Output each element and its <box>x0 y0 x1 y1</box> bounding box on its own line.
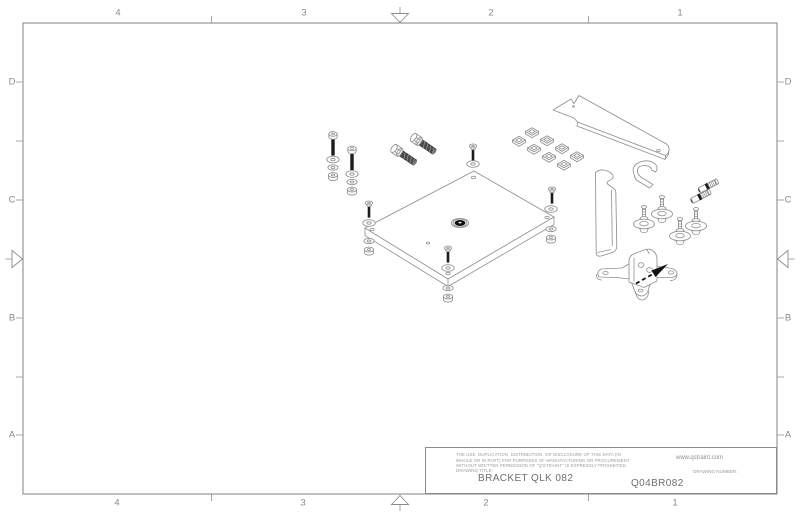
zone-label-right-b: B <box>784 312 792 324</box>
centering-mark-right <box>776 249 795 269</box>
threaded-fittings <box>689 177 720 205</box>
zone-label-left-b: B <box>8 312 16 324</box>
legal-line-2: WHOLE OR IN PART) FOR PURPOSES OF MANUFA… <box>456 457 630 463</box>
rubber-stud-mounts <box>633 195 707 246</box>
exploded-assembly <box>327 95 720 303</box>
zone-label-left-a: A <box>8 429 16 441</box>
zone-label-top-3: 3 <box>301 7 307 19</box>
bolt-washer-nut-stacks <box>327 132 358 195</box>
centering-mark-left <box>5 249 24 269</box>
legal-line-1: THE USE, DUPLICATION, DISTRIBUTION, OR D… <box>456 452 621 457</box>
direction-arrow <box>635 264 668 285</box>
anchor-bracket-strip <box>552 95 670 161</box>
zone-label-top-4: 4 <box>115 7 121 19</box>
zone-label-right-c: C <box>784 194 792 206</box>
centering-mark-bottom <box>390 494 410 511</box>
zone-label-left-c: C <box>8 194 16 206</box>
zone-label-top-1: 1 <box>677 7 683 19</box>
zone-label-right-a: A <box>784 429 792 441</box>
clevis-bracket <box>628 248 658 288</box>
x-base-bracket <box>596 248 678 301</box>
curled-hook-plate <box>632 160 658 189</box>
zone-label-bottom-4: 4 <box>114 497 120 509</box>
drawing-title-label: DRAWING TITLE: <box>456 467 494 473</box>
legal-notice: THE USE, DUPLICATION, DISTRIBUTION, OR D… <box>456 452 631 469</box>
zone-label-bottom-1: 1 <box>672 497 678 509</box>
zone-label-bottom-3: 3 <box>300 497 306 509</box>
drawing-number-label: DRAWING NUMBER: <box>693 469 738 474</box>
legal-line-3: WITHOUT WRITTEN PERMISSION OF "Q'STRAINT… <box>456 463 628 468</box>
drawing-title: BRACKET QLK 082 <box>478 473 574 484</box>
square-nut-pads <box>512 127 584 171</box>
hook-strap-bracket <box>595 169 618 257</box>
drawing-number: Q04BR082 <box>631 478 684 489</box>
mounting-plate <box>364 170 555 287</box>
zone-label-left-d: D <box>8 76 16 88</box>
zone-label-bottom-2: 2 <box>483 497 489 509</box>
zone-label-right-d: D <box>784 76 792 88</box>
hex-flange-bolts <box>388 131 439 168</box>
zone-label-top-2: 2 <box>488 7 494 19</box>
title-block: THE USE, DUPLICATION, DISTRIBUTION, OR D… <box>425 447 777 494</box>
plate-center-nut <box>450 217 469 228</box>
website-link: www.qstraint.com <box>676 455 724 461</box>
drawing-border <box>5 7 795 511</box>
centering-mark-top <box>390 7 410 24</box>
